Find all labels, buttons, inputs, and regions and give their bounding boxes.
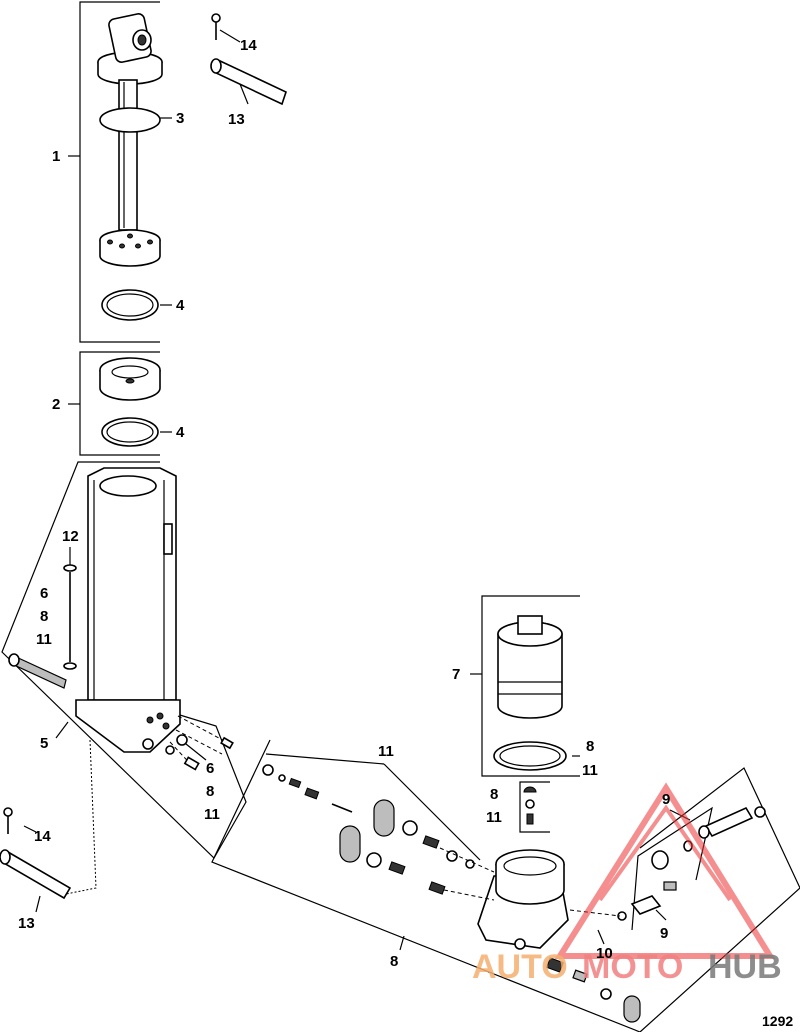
part-4-o-ring-upper-inner	[106, 293, 154, 317]
callout-11-mid: 11	[204, 806, 220, 823]
callout-6-left: 6	[40, 585, 48, 602]
part-1-piston-rod	[97, 13, 163, 267]
watermark-moto: MOTO	[582, 948, 683, 986]
part-11-screw-left	[8, 653, 67, 689]
part-8-lower-parts	[546, 957, 641, 1023]
part-13-pin-top	[210, 58, 287, 106]
part-7-reservoir	[497, 615, 563, 719]
callout-9-lower: 9	[660, 925, 668, 942]
callout-11-left: 11	[36, 631, 52, 648]
callout-14-top: 14	[240, 37, 257, 54]
part-8-o-ring-reservoir	[493, 741, 567, 771]
callout-8-mid: 8	[206, 783, 214, 800]
part-4-o-ring-lower-inner	[106, 421, 154, 443]
callouts: 1 2 3 4 4 14 13 12 6 8 11 5 6 8 11 14 13…	[18, 37, 670, 970]
watermark-logo	[554, 782, 776, 959]
watermark-text: AUTO MOTO HUB	[472, 948, 782, 986]
callout-8-left: 8	[40, 608, 48, 625]
part-11-fill-plug	[523, 786, 537, 825]
callout-2: 2	[52, 396, 60, 413]
part-13-pin-bottom	[0, 849, 72, 900]
bracket-group-1	[79, 1, 160, 343]
figure-number: 1292	[762, 1013, 793, 1029]
part-5-cylinder	[75, 467, 181, 753]
callout-5: 5	[40, 735, 48, 752]
callout-9-upper: 9	[662, 791, 670, 808]
part-4-o-ring-upper	[101, 289, 159, 321]
callout-12: 12	[62, 528, 79, 545]
callout-6-right: 6	[206, 760, 214, 777]
part-3-o-ring	[99, 107, 161, 133]
part-14-cotter-pin-bottom	[3, 807, 13, 834]
callout-11-reservoir: 11	[582, 762, 598, 779]
part-12-dipstick-rod	[63, 564, 77, 670]
callout-4-upper: 4	[176, 297, 185, 314]
watermark-hub: HUB	[708, 948, 782, 986]
callout-8-bottom: 8	[390, 953, 398, 970]
callout-10: 10	[596, 945, 613, 962]
callout-14-bottom: 14	[34, 828, 51, 845]
outline-group-8	[211, 739, 800, 1032]
alignment-line-pin	[65, 739, 97, 895]
callout-13-top: 13	[228, 111, 245, 128]
callout-7: 7	[452, 666, 460, 683]
part-6-check-valves	[165, 715, 234, 771]
part-4-o-ring-lower	[101, 417, 159, 447]
part-8-o-ring-reservoir-inner	[499, 745, 561, 767]
part-8-valve-stack	[262, 764, 495, 901]
callout-11-plug: 11	[486, 809, 502, 826]
callout-1: 1	[52, 148, 60, 165]
bracket-group-7	[481, 595, 580, 777]
callout-11-upper: 11	[378, 743, 394, 760]
callout-3: 3	[176, 110, 184, 127]
part-2-end-cap	[99, 357, 161, 401]
callout-8-reservoir: 8	[586, 738, 594, 755]
callout-4-lower: 4	[176, 424, 185, 441]
part-14-cotter-pin-top	[211, 13, 221, 40]
callout-8-plug: 8	[490, 786, 498, 803]
part-8-manifold	[477, 849, 569, 950]
bracket-group-8-small	[519, 781, 550, 833]
part-9-release-valve	[569, 806, 766, 921]
callout-13-bottom: 13	[18, 915, 35, 932]
watermark-auto: AUTO	[472, 948, 568, 986]
